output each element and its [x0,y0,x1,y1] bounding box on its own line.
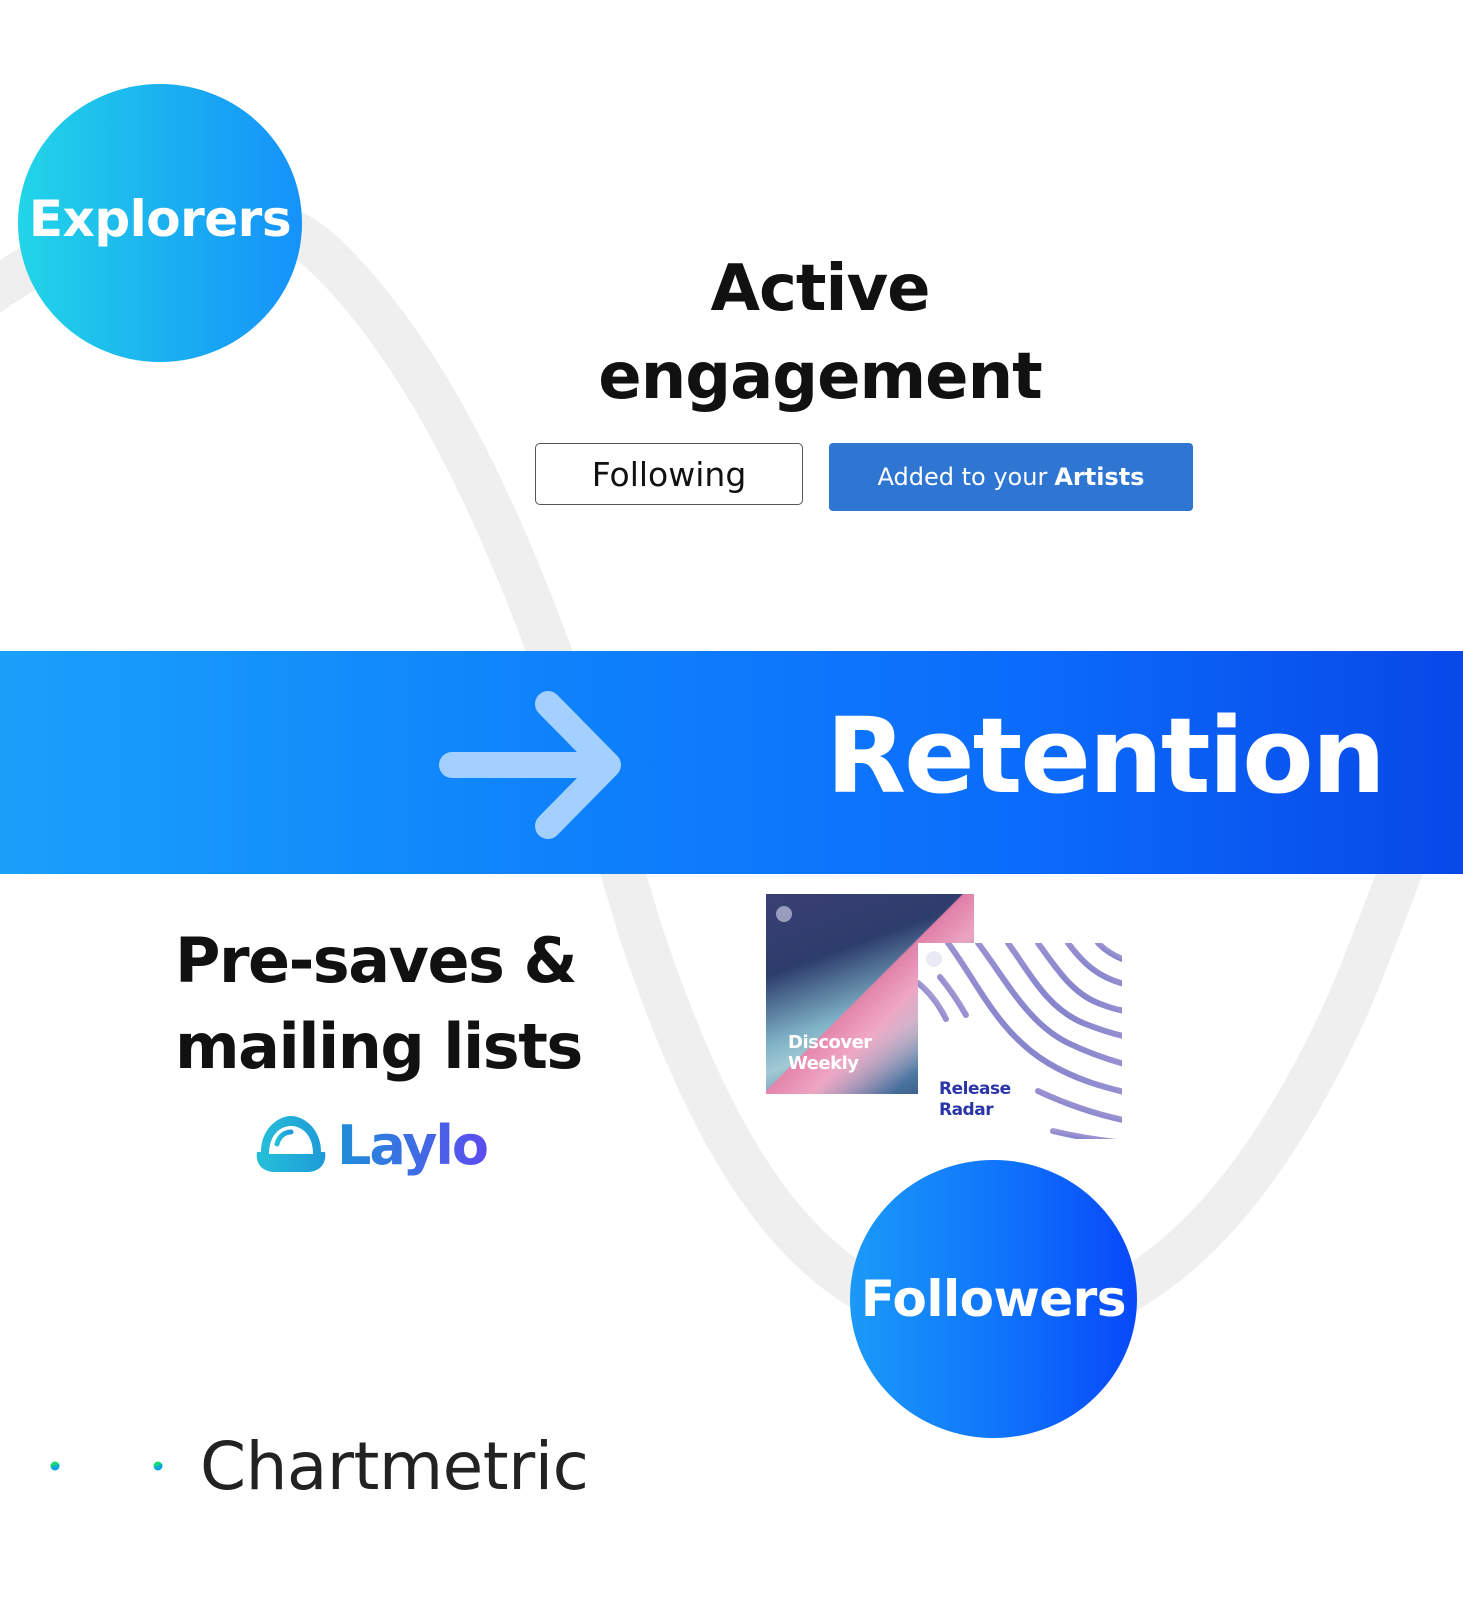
chartmetric-waveform-icon [50,1411,163,1522]
laylo-helmet-icon [256,1116,326,1172]
active-engagement-line1: Active [710,252,930,326]
release-radar-cover: Release Radar [918,943,1122,1139]
following-button-label: Following [591,454,747,494]
chartmetric-wordmark: Chartmetric [200,1427,589,1505]
retention-banner [0,651,1463,874]
explorers-label: Explorers [28,190,292,248]
active-engagement-title: Active engagement [560,245,1080,421]
release-radar-line1: Release [939,1079,1011,1099]
explorers-stage-circle: Explorers [18,84,302,362]
presaves-line1: Pre-saves & [175,924,578,997]
discover-weekly-line1: Discover [788,1032,872,1053]
journey-wave-path [0,188,1463,1353]
release-radar-line2: Radar [939,1100,994,1120]
release-radar-label: Release Radar [939,1079,1011,1121]
followers-stage-circle: Followers [850,1160,1137,1438]
presaves-line2: mailing lists [175,1010,583,1083]
laylo-logo: Laylo [253,1110,489,1180]
retention-label: Retention [826,695,1386,817]
arrow-right-icon [439,691,621,839]
laylo-wordmark: Laylo [337,1113,489,1177]
followers-label: Followers [860,1270,1127,1328]
spotify-icon [926,951,942,967]
added-button-prefix: Added to your [877,463,1048,491]
presaves-title: Pre-saves & mailing lists [175,918,583,1090]
added-to-artists-button[interactable]: Added to your Artists [829,443,1193,511]
discover-weekly-label: Discover Weekly [788,1032,872,1074]
release-radar-wave-pattern [918,943,1122,1139]
following-button[interactable]: Following [535,443,803,505]
discover-weekly-line2: Weekly [788,1053,859,1074]
chartmetric-logo: Chartmetric [50,1410,589,1522]
added-button-bold: Artists [1054,463,1145,491]
spotify-icon [776,906,792,922]
active-engagement-line2: engagement [598,340,1042,414]
